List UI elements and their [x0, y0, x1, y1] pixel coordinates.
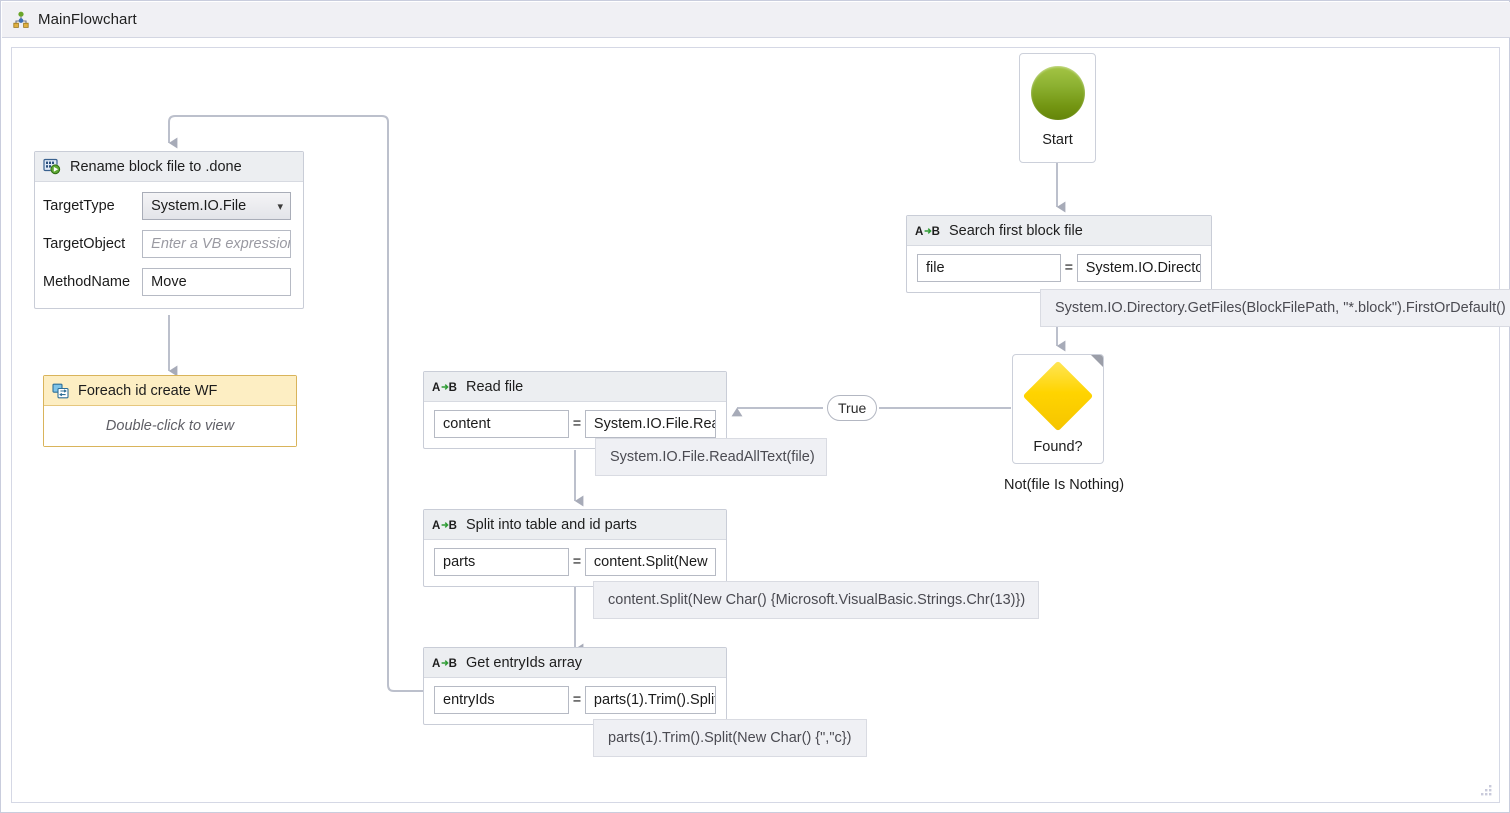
expression-tooltip-entryids: parts(1).Trim().Split(New Char() {","c}) [593, 719, 867, 757]
field-row-targettype: TargetType System.IO.File ▾ [43, 192, 291, 220]
methodname-input[interactable]: Move [142, 268, 291, 296]
breadcrumb[interactable]: MainFlowchart [2, 2, 1510, 38]
svg-text:B: B [449, 520, 457, 532]
node-body: content = System.IO.File.Reac [424, 402, 726, 448]
node-body: parts = content.Split(New [424, 540, 726, 586]
svg-text:A: A [432, 520, 440, 532]
targetobject-input[interactable]: Enter a VB expression [142, 230, 291, 258]
assign-operator: = [572, 416, 582, 432]
breadcrumb-label: MainFlowchart [38, 11, 137, 28]
assign-node-read-file[interactable]: A B Read file content = System.IO.File.R… [423, 371, 727, 449]
node-body: file = System.IO.Director [907, 246, 1211, 292]
node-title: Rename block file to .done [70, 158, 242, 175]
svg-text:A: A [432, 658, 440, 670]
decision-node-found[interactable]: Found? [1012, 354, 1104, 464]
node-title: Read file [466, 378, 524, 395]
assign-row: parts = content.Split(New [434, 548, 716, 576]
node-header: A B Read file [424, 372, 726, 402]
assign-operator: = [1064, 260, 1074, 276]
node-title: Get entryIds array [466, 654, 583, 671]
expression-tooltip-read-file: System.IO.File.ReadAllText(file) [595, 438, 827, 476]
field-label: MethodName [43, 274, 131, 290]
node-title: Split into table and id parts [466, 516, 637, 533]
start-label: Start [1042, 132, 1073, 148]
foreach-activity-icon [52, 383, 70, 399]
assign-value-input[interactable]: content.Split(New [584, 548, 716, 576]
assign-value-input[interactable]: System.IO.Director [1076, 254, 1201, 282]
assign-target-input[interactable]: entryIds [434, 686, 570, 714]
decision-diamond-icon [1022, 360, 1094, 432]
invoke-method-icon [43, 158, 62, 175]
node-header: A B Search first block file [907, 216, 1211, 246]
field-row-methodname: MethodName Move [43, 268, 291, 296]
assign-target-input[interactable]: content [434, 410, 570, 438]
start-node[interactable]: Start [1019, 53, 1096, 163]
node-header: A B Split into table and id parts [424, 510, 726, 540]
assign-ab-icon: A B [432, 380, 458, 394]
assign-row: file = System.IO.Director [917, 254, 1201, 282]
invoke-method-node-rename-block[interactable]: Rename block file to .done TargetType Sy… [34, 151, 304, 309]
foreach-body-hint[interactable]: Double-click to view [44, 406, 296, 446]
node-title: Search first block file [949, 222, 1083, 239]
svg-text:A: A [915, 226, 923, 238]
collapse-corner-icon[interactable] [1091, 355, 1103, 367]
node-header: Rename block file to .done [35, 152, 303, 182]
node-header: Foreach id create WF [44, 376, 296, 406]
start-circle-icon [1030, 66, 1085, 120]
assign-target-input[interactable]: parts [434, 548, 570, 576]
chevron-down-icon: ▾ [277, 200, 283, 213]
field-label: TargetType [43, 198, 115, 214]
targettype-combobox[interactable]: System.IO.File ▾ [142, 192, 291, 220]
expression-tooltip-search-block: System.IO.Directory.GetFiles(BlockFilePa… [1040, 289, 1510, 327]
targettype-value: System.IO.File [151, 198, 247, 214]
assign-ab-icon: A B [432, 656, 458, 670]
field-label: TargetObject [43, 236, 126, 252]
svg-text:B: B [449, 658, 457, 670]
assign-row: entryIds = parts(1).Trim().Split [434, 686, 716, 714]
node-title: Foreach id create WF [78, 382, 218, 399]
assign-operator: = [572, 692, 582, 708]
assign-ab-icon: A B [915, 224, 941, 238]
assign-operator: = [572, 554, 582, 570]
decision-condition-text: Not(file Is Nothing) [1004, 477, 1125, 493]
node-header: A B Get entryIds array [424, 648, 726, 678]
foreach-node[interactable]: Foreach id create WF Double-click to vie… [43, 375, 297, 447]
assign-node-search-first-block-file[interactable]: A B Search first block file file = Syste… [906, 215, 1212, 293]
assign-value-input[interactable]: System.IO.File.Reac [584, 410, 716, 438]
node-body: TargetType System.IO.File ▾ TargetObject… [35, 182, 303, 308]
svg-text:B: B [932, 226, 940, 238]
assign-row: content = System.IO.File.Reac [434, 410, 716, 438]
assign-node-split-parts[interactable]: A B Split into table and id parts parts … [423, 509, 727, 587]
assign-node-get-entryids[interactable]: A B Get entryIds array entryIds = parts(… [423, 647, 727, 725]
resize-grip-icon[interactable] [1478, 782, 1494, 798]
assign-target-input[interactable]: file [917, 254, 1061, 282]
decision-label: Found? [1033, 439, 1083, 455]
svg-text:B: B [449, 382, 457, 394]
assign-value-input[interactable]: parts(1).Trim().Split [584, 686, 716, 714]
assign-ab-icon: A B [432, 518, 458, 532]
node-body: entryIds = parts(1).Trim().Split [424, 678, 726, 724]
branch-label-true: True [827, 395, 878, 421]
expression-tooltip-split-parts: content.Split(New Char() {Microsoft.Visu… [593, 581, 1039, 619]
field-row-targetobject: TargetObject Enter a VB expression [43, 230, 291, 258]
svg-text:A: A [432, 382, 440, 394]
flowchart-icon [12, 11, 30, 29]
